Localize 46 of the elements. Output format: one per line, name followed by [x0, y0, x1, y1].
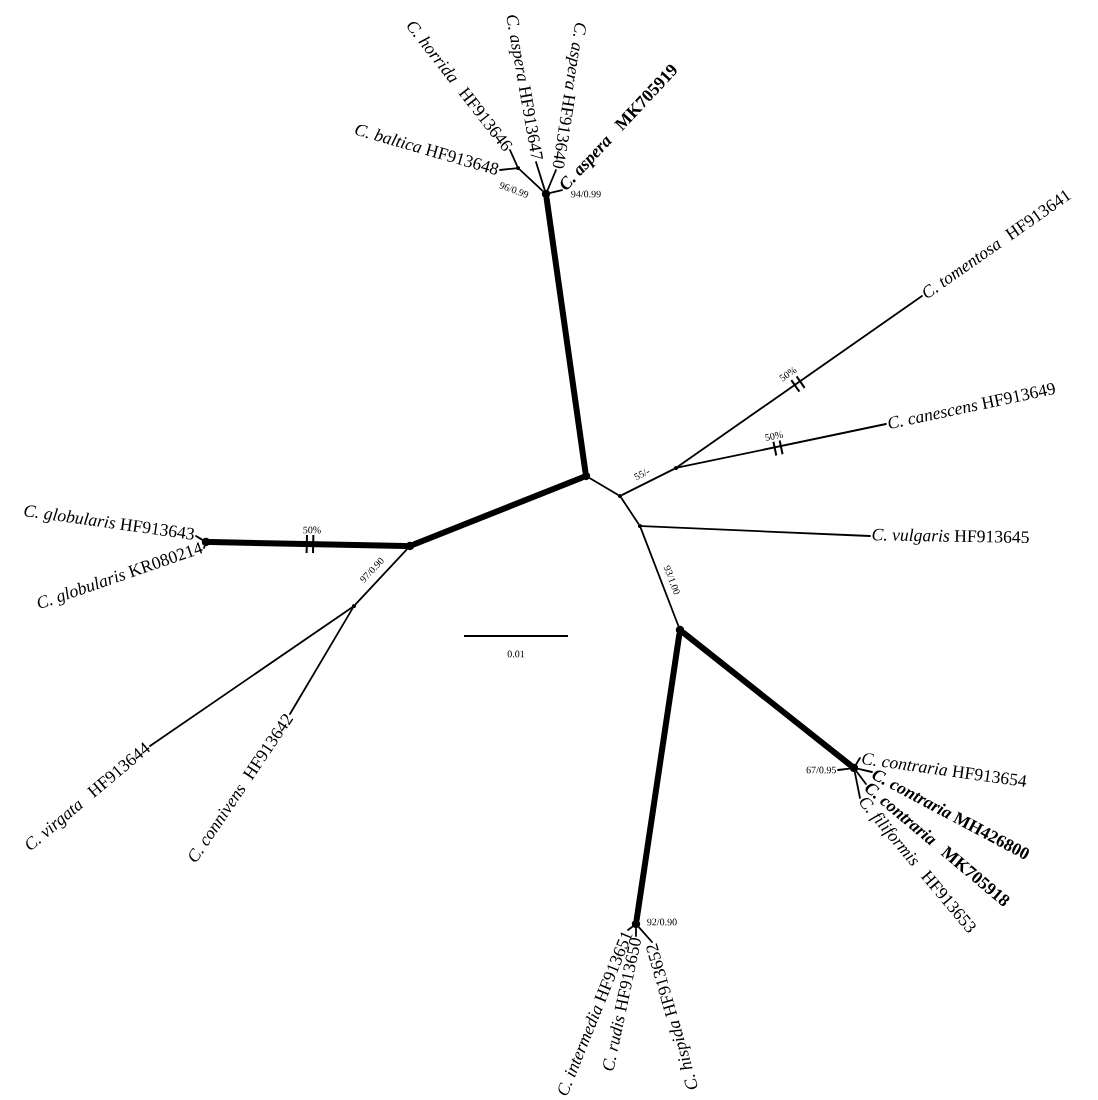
branch-line: [411, 474, 585, 548]
branch-point: [637, 523, 643, 529]
taxon-label: C. globularis HF913643: [24, 505, 194, 540]
branch-line: [535, 161, 546, 191]
branch-line: [149, 606, 353, 747]
branch-line: [543, 195, 589, 475]
branch-line: [633, 631, 683, 923]
branch-line: [641, 525, 871, 537]
branch-line: [677, 423, 887, 469]
branch-point: [405, 541, 415, 551]
branch-point: [631, 919, 641, 929]
branch-line: [195, 535, 203, 541]
branch-point: [201, 537, 211, 547]
branch-line: [589, 477, 619, 496]
branch-line: [680, 629, 854, 769]
branch-point: [581, 471, 591, 481]
branch-point: [849, 763, 859, 773]
branch-line: [499, 167, 517, 171]
branch-point: [351, 603, 357, 609]
branch-line: [635, 927, 637, 937]
branch-line: [854, 771, 861, 799]
branch-line: [677, 295, 923, 468]
leader-line: [837, 767, 851, 771]
taxon-label: C. vulgaris HF913645: [872, 528, 1029, 545]
branch-line: [855, 770, 867, 785]
branch-point: [673, 465, 679, 471]
branch-line: [203, 545, 206, 549]
branch-line: [620, 497, 640, 525]
branch-line: [509, 149, 518, 167]
branch-point: [515, 165, 521, 171]
branch-line: [857, 768, 873, 773]
branch-line: [638, 926, 653, 943]
branch-line: [546, 169, 557, 191]
branch-line: [621, 468, 675, 496]
branch-line: [549, 189, 563, 194]
branch-line: [627, 925, 634, 931]
branch-point: [675, 625, 685, 635]
branch-line: [354, 548, 408, 606]
branch-line: [518, 168, 544, 192]
branch-line: [855, 757, 861, 765]
branch-line: [640, 527, 680, 627]
taxon-label: C. canescens HF913649: [888, 383, 1055, 429]
branch-line: [207, 539, 409, 549]
branch-line: [289, 607, 354, 715]
branch-point: [541, 189, 551, 199]
branch-point: [617, 493, 623, 499]
